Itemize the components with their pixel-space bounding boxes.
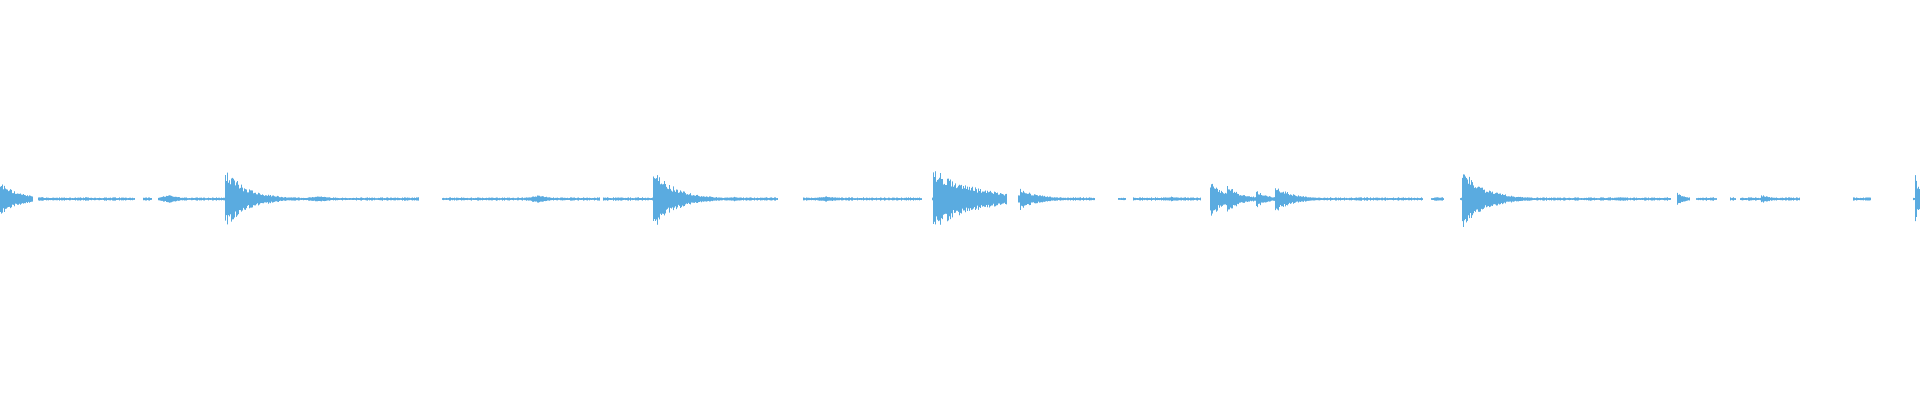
waveform-bars <box>0 171 1920 227</box>
waveform-trace <box>0 171 1920 227</box>
